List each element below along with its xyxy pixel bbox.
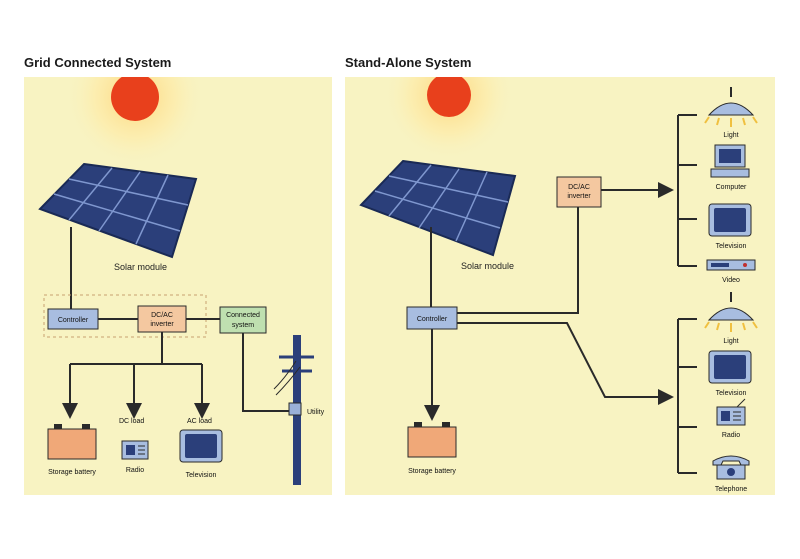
grid-connected-label-2: system — [232, 322, 254, 329]
grid-dashed-enclosure — [43, 294, 207, 338]
standalone-inverter-box — [556, 176, 602, 208]
light-top-icon — [704, 87, 758, 127]
light-bottom-icon — [704, 292, 758, 332]
standalone-inverter-label-2: inverter — [567, 193, 591, 200]
grid-storage-battery-label: Storage battery — [48, 469, 96, 476]
grid-inverter-label-2: inverter — [150, 321, 174, 328]
standalone-telephone-label: Telephone — [715, 486, 747, 493]
grid-radio-label: Radio — [126, 467, 144, 474]
sun-icon — [111, 73, 159, 121]
standalone-radio-icon — [716, 398, 746, 426]
standalone-television-top-label: Television — [716, 243, 747, 250]
grid-solar-module-label: Solar module — [114, 262, 167, 272]
standalone-controller-label: Controller — [417, 316, 448, 323]
grid-ac-load-label: AC load — [187, 418, 212, 425]
grid-panel: Solar module Controller DC/AC inverter C… — [24, 27, 332, 495]
telephone-icon — [712, 455, 750, 480]
standalone-light-bottom-label: Light — [723, 338, 738, 345]
grid-television-label: Television — [186, 472, 217, 479]
grid-connected-label-1: Connected — [226, 312, 260, 319]
standalone-panel: Solar module Controller Storage battery … — [345, 29, 775, 495]
solar-panel-icon — [359, 159, 517, 257]
grid-inverter-label-1: DC/AC — [151, 312, 173, 319]
standalone-inverter-label-1: DC/AC — [568, 184, 590, 191]
standalone-title: Stand-Alone System — [345, 55, 472, 70]
computer-icon — [710, 144, 750, 178]
grid-television-icon — [179, 429, 223, 463]
grid-battery-icon — [47, 424, 97, 460]
standalone-radio-label: Radio — [722, 432, 740, 439]
grid-controller-label: Controller — [58, 317, 89, 324]
standalone-diagram: Solar module Controller Storage battery … — [359, 29, 758, 493]
grid-dc-load-label: DC load — [119, 418, 144, 425]
sun-icon — [427, 73, 471, 117]
grid-utility-label: Utility — [307, 409, 325, 416]
grid-diagram: Solar module Controller DC/AC inverter C… — [38, 27, 325, 485]
standalone-television-bottom-label: Television — [716, 390, 747, 397]
grid-radio-icon — [121, 440, 149, 460]
utility-pole-icon — [273, 335, 314, 485]
solar-panel-icon — [38, 162, 198, 259]
standalone-solar-module-label: Solar module — [461, 261, 514, 271]
standalone-battery-icon — [407, 422, 457, 458]
grid-title: Grid Connected System — [24, 55, 172, 70]
television-bottom-icon — [708, 350, 752, 384]
television-top-icon — [708, 203, 752, 237]
standalone-video-label: Video — [722, 277, 740, 284]
standalone-light-top-label: Light — [723, 132, 738, 139]
grid-connected-system-box — [219, 306, 267, 334]
grid-inverter-box — [137, 305, 187, 333]
standalone-computer-label: Computer — [716, 184, 747, 191]
standalone-storage-battery-label: Storage battery — [408, 468, 456, 475]
video-icon — [706, 259, 756, 271]
